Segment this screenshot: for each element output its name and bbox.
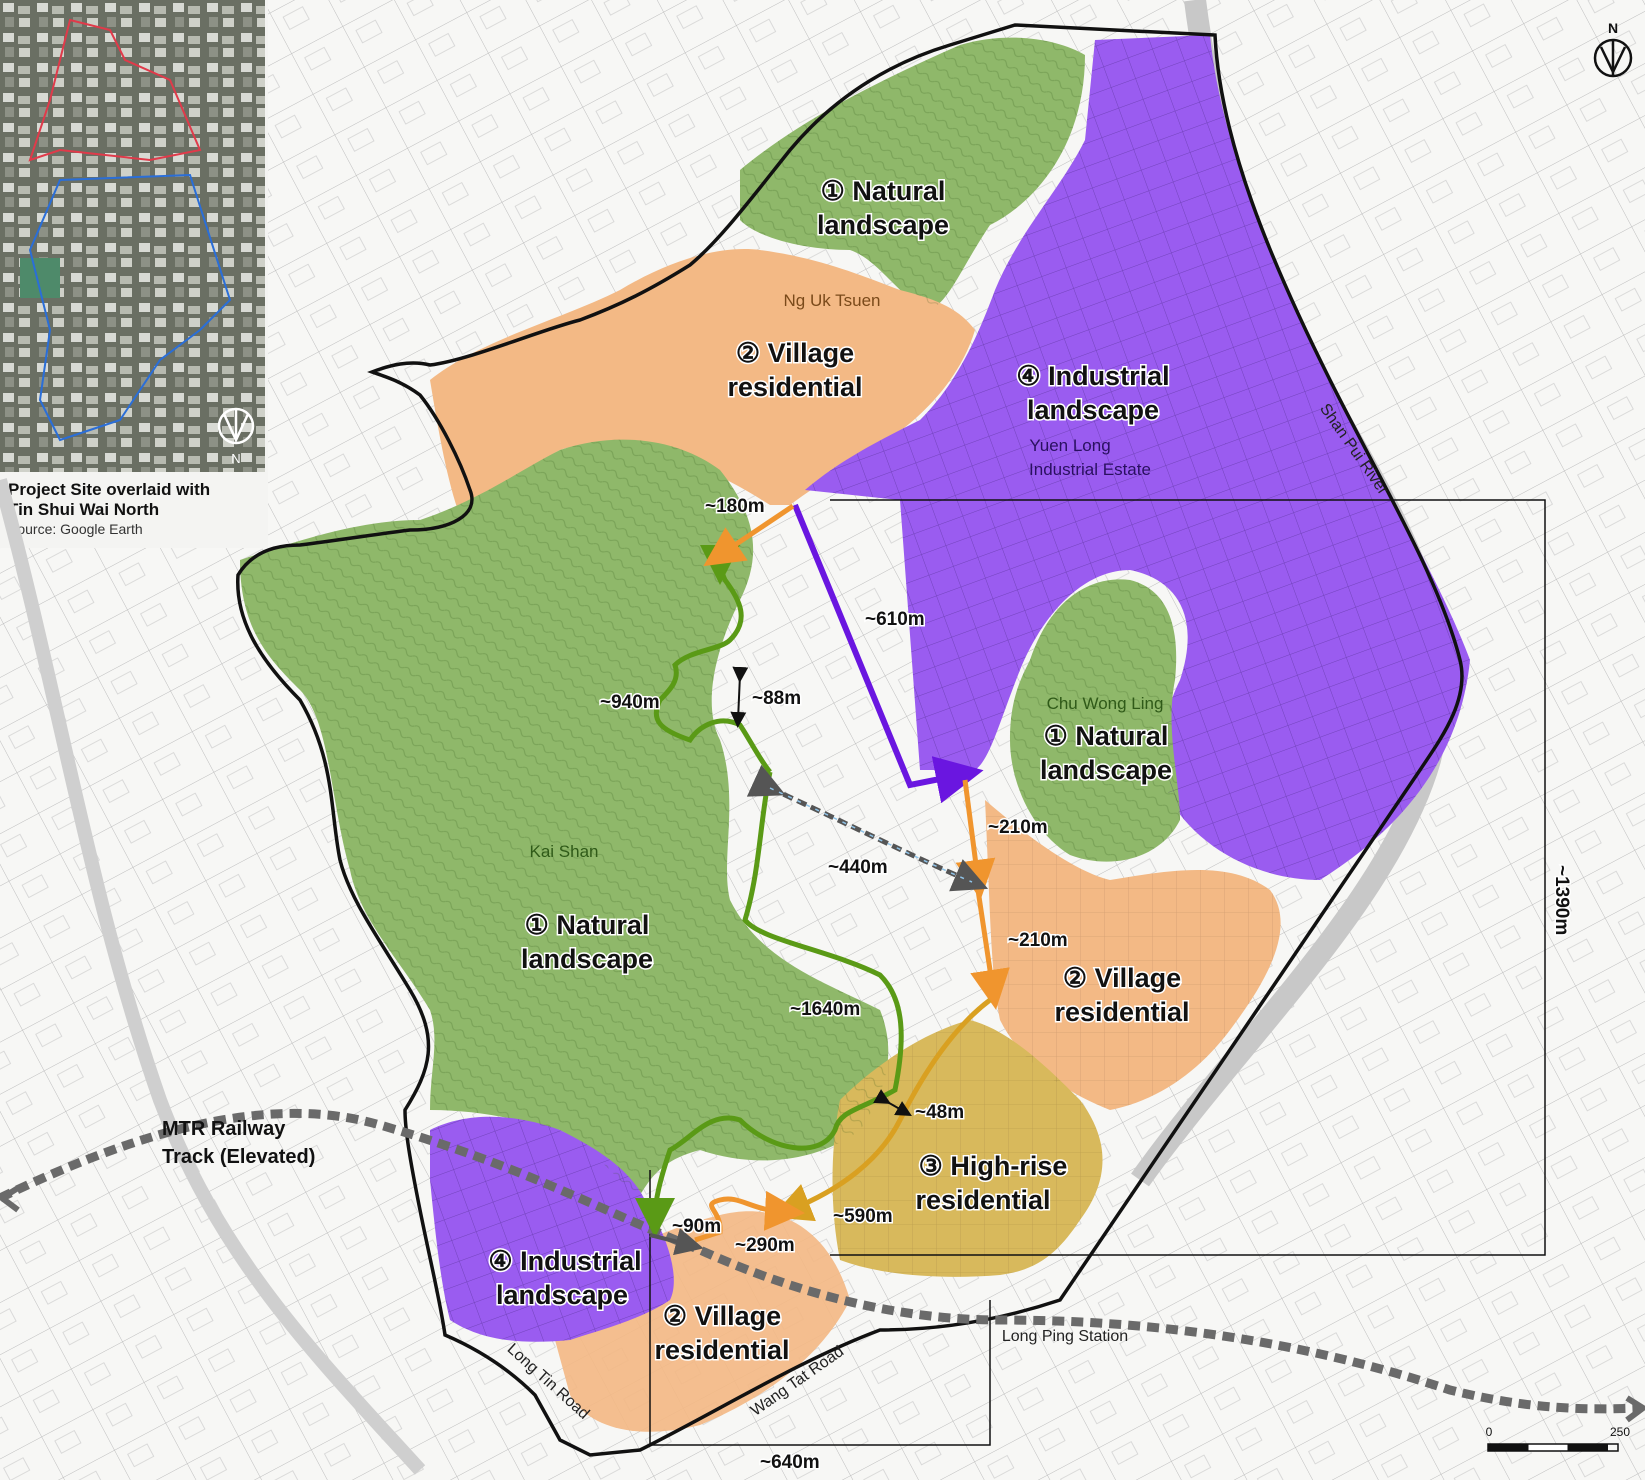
dist-1640m: ~1640m — [790, 999, 860, 1020]
route-dashed-440m-inner — [769, 787, 973, 883]
zone-label-village-south-1: ② Village — [663, 1301, 781, 1331]
dist-290m: ~290m — [735, 1235, 795, 1256]
route-orange-290m — [694, 1190, 805, 1243]
place-long-ping-station: Long Ping Station — [1002, 1328, 1128, 1345]
dist-210m-a: ~210m — [988, 817, 1048, 838]
north-arrow-icon: N — [1593, 20, 1633, 78]
zone-label-kai-shan-2: landscape — [521, 944, 653, 974]
measure-48m-arrow — [873, 1089, 912, 1116]
zone-label-village-north-2: residential — [727, 372, 862, 402]
zone-label-highrise-2: residential — [915, 1185, 1050, 1215]
dist-940m: ~940m — [600, 692, 660, 713]
mtr-label-line1: MTR Railway — [162, 1118, 286, 1140]
zone-label-chu-wong-ling-1: ① Natural — [1044, 721, 1169, 751]
route-gold-590m — [771, 998, 992, 1222]
site-boundary — [236, 23, 1464, 1457]
zone-label-natural-north-1: ① Natural — [821, 176, 946, 206]
route-orange-210m-b — [970, 889, 1010, 1010]
place-kai-shan: Kai Shan — [530, 842, 599, 861]
zone-label-highrise-1: ③ High-rise — [919, 1151, 1068, 1181]
measure-90m-arrow — [649, 1228, 704, 1256]
inset-north-arrow-icon: N — [217, 407, 255, 466]
zone-label-village-north-1: ② Village — [736, 338, 854, 368]
dist-90m: ~90m — [672, 1216, 721, 1237]
dist-610m: ~610m — [865, 609, 925, 630]
zone-label-village-south-2: residential — [654, 1335, 789, 1365]
inset-caption-line1: Project Site overlaid with — [8, 480, 211, 499]
zone-label-industrial-north-1: ④ Industrial — [1016, 361, 1169, 391]
dist-590m: ~590m — [833, 1206, 893, 1227]
zone-label-industrial-sw-1: ④ Industrial — [488, 1246, 641, 1276]
dist-440m: ~440m — [828, 857, 888, 878]
zone-label-natural-north-2: landscape — [817, 210, 949, 240]
scale-end: 250 — [1610, 1425, 1630, 1439]
inset-caption: Project Site overlaid with Tin Shui Wai … — [8, 480, 268, 538]
dist-48m: ~48m — [915, 1102, 964, 1123]
dist-1390m: ~1390m — [1551, 865, 1572, 935]
measure-88m-arrow — [730, 666, 749, 728]
inset-caption-line2: Tin Shui Wai North — [8, 500, 160, 519]
highway-west — [0, 478, 426, 1475]
inset-satellite-image: N — [0, 0, 265, 472]
mtr-track-elevated — [0, 1108, 1641, 1414]
place-chu-wong-ling: Chu Wong Ling — [1047, 694, 1164, 713]
zone-label-chu-wong-ling-2: landscape — [1040, 755, 1172, 785]
zone-label-industrial-sw-2: landscape — [496, 1280, 628, 1310]
zone-label-industrial-north-2: landscape — [1027, 395, 1159, 425]
zone-label-village-east-2: residential — [1054, 997, 1189, 1027]
mtr-label-line2: Track (Elevated) — [162, 1146, 315, 1168]
inset-satellite-panel: N Project Site overlaid with Tin Shui Wa… — [0, 0, 268, 548]
mtr-arrow-east-icon — [1625, 1395, 1645, 1423]
inset-caption-source: Source: Google Earth — [8, 521, 143, 537]
scale-start: 0 — [1486, 1425, 1493, 1439]
scale-bar: 0 250 — [1486, 1425, 1630, 1452]
dist-88m: ~88m — [752, 688, 801, 709]
mtr-arrow-west-icon — [0, 1185, 20, 1213]
place-yuen-long-line2: Industrial Estate — [1029, 460, 1151, 479]
place-ng-uk-tsuen: Ng Uk Tsuen — [783, 291, 880, 310]
measure-frame-south — [649, 1170, 991, 1446]
route-orange-180m — [703, 503, 795, 567]
zone-label-kai-shan-1: ① Natural — [525, 910, 650, 940]
dist-180m: ~180m — [705, 496, 765, 517]
dist-640m: ~640m — [760, 1452, 820, 1473]
dist-210m-b: ~210m — [1008, 930, 1068, 951]
north-letter: N — [1608, 20, 1618, 36]
terrain-texture — [240, 35, 1470, 1342]
zone-label-village-east-1: ② Village — [1063, 963, 1181, 993]
measure-frame-east — [830, 499, 1546, 1256]
place-yuen-long-line1: Yuen Long — [1029, 436, 1110, 455]
inset-north-letter: N — [231, 451, 240, 466]
